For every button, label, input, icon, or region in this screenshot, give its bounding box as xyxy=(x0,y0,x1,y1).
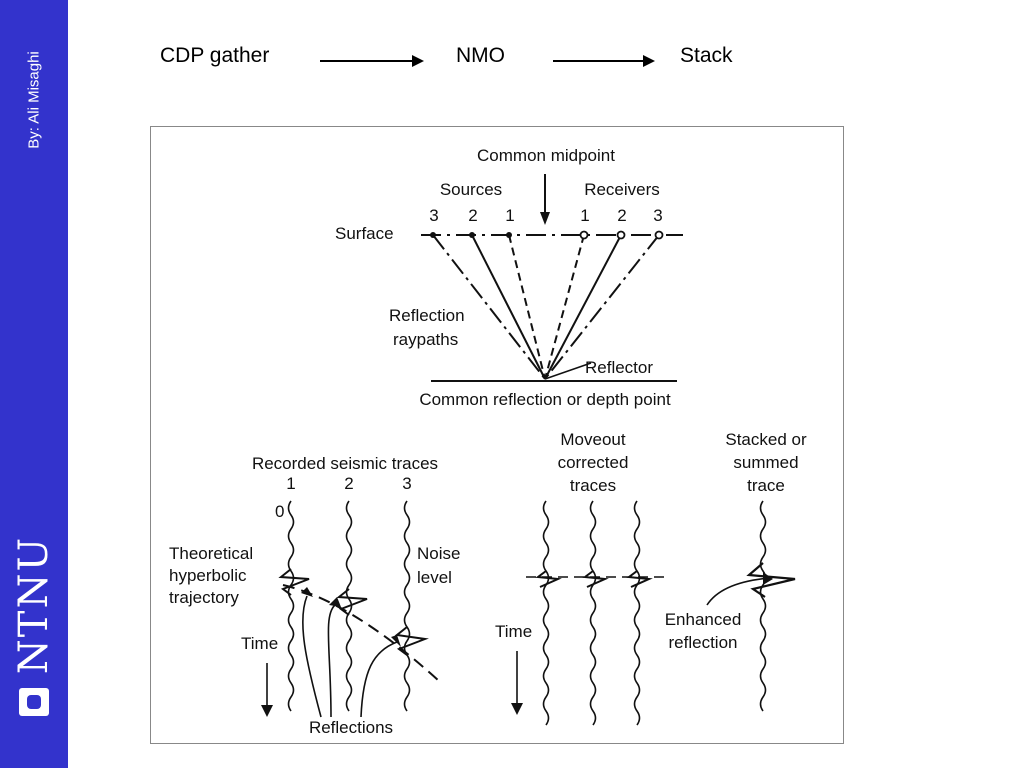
moveout-trace-2 xyxy=(589,500,597,726)
raypaths-label-line1: Reflection xyxy=(389,306,465,325)
stacked-trace xyxy=(759,500,767,712)
noise-label-line2: level xyxy=(417,568,452,587)
trace-number-3: 3 xyxy=(402,474,411,493)
source-number-2: 2 xyxy=(468,206,477,225)
flow-arrow-1-icon xyxy=(320,55,424,67)
reflections-label: Reflections xyxy=(309,718,393,737)
ntnu-logo-text: NTNU xyxy=(11,535,57,675)
moveout-line2: corrected xyxy=(558,453,629,472)
theoretical-line1: Theoretical xyxy=(169,544,253,563)
recorded-trace-1 xyxy=(287,500,295,712)
reflection-arrow-2 xyxy=(327,604,336,718)
trace-number-1: 1 xyxy=(286,474,295,493)
reflector-pointer xyxy=(544,362,592,380)
raypath-r2 xyxy=(544,234,622,380)
sources-label: Sources xyxy=(440,180,502,199)
moveout-line1: Moveout xyxy=(560,430,625,449)
theoretical-line3: trajectory xyxy=(169,588,239,607)
stacked-line3: trace xyxy=(747,476,785,495)
raypaths-label-line2: raypaths xyxy=(393,330,458,349)
enhanced-line1: Enhanced xyxy=(665,610,742,629)
common-midpoint-label: Common midpoint xyxy=(477,146,615,165)
moveout-line3: traces xyxy=(570,476,616,495)
author-label: By: Ali Misaghi xyxy=(25,51,43,149)
stacked-line2: summed xyxy=(733,453,798,472)
flow-arrow-2-icon xyxy=(553,55,655,67)
sidebar: By: Ali Misaghi NTNU xyxy=(0,0,68,768)
raypath-s2 xyxy=(471,234,546,380)
recorded-traces-label: Recorded seismic traces xyxy=(252,454,438,473)
flow-step-stack: Stack xyxy=(680,44,733,67)
flow-step-cdp-gather: CDP gather xyxy=(160,44,270,67)
moveout-trace-1 xyxy=(542,500,550,726)
raypath-s1 xyxy=(508,234,546,380)
stacked-wavelet xyxy=(746,562,796,598)
moveout-trace-3 xyxy=(633,500,641,726)
surface-label: Surface xyxy=(335,224,394,243)
theoretical-line2: hyperbolic xyxy=(169,566,247,585)
wavelet-1 xyxy=(278,568,310,596)
ntnu-logo-icon xyxy=(19,688,49,716)
source-number-3: 3 xyxy=(429,206,438,225)
receiver-number-3: 3 xyxy=(653,206,662,225)
receiver-number-1: 1 xyxy=(580,206,589,225)
noise-label-line1: Noise xyxy=(417,544,460,563)
source-number-1: 1 xyxy=(505,206,514,225)
reflection-arrow-3 xyxy=(360,641,398,718)
enhanced-line2: reflection xyxy=(669,633,738,652)
trace-number-2: 2 xyxy=(344,474,353,493)
reflector-label: Reflector xyxy=(585,358,653,377)
wavelet-2 xyxy=(336,588,368,616)
flow-step-nmo: NMO xyxy=(456,44,505,67)
enhanced-arrow xyxy=(706,577,770,606)
hyperbola xyxy=(282,584,440,682)
time-label-2: Time xyxy=(495,622,532,641)
time-label-1: Time xyxy=(241,634,278,653)
wavelet-3 xyxy=(394,626,429,656)
raypath-r1 xyxy=(544,234,585,380)
recorded-trace-3 xyxy=(403,500,411,712)
stacked-line1: Stacked or xyxy=(725,430,807,449)
cdp-figure: Common midpoint Sources Receivers 3 2 1 … xyxy=(150,126,844,744)
receiver-number-2: 2 xyxy=(617,206,626,225)
reflection-arrow-1 xyxy=(302,595,322,718)
receivers-label: Receivers xyxy=(584,180,660,199)
common-reflection-label: Common reflection or depth point xyxy=(419,390,671,409)
zero-label: 0 xyxy=(275,502,284,521)
